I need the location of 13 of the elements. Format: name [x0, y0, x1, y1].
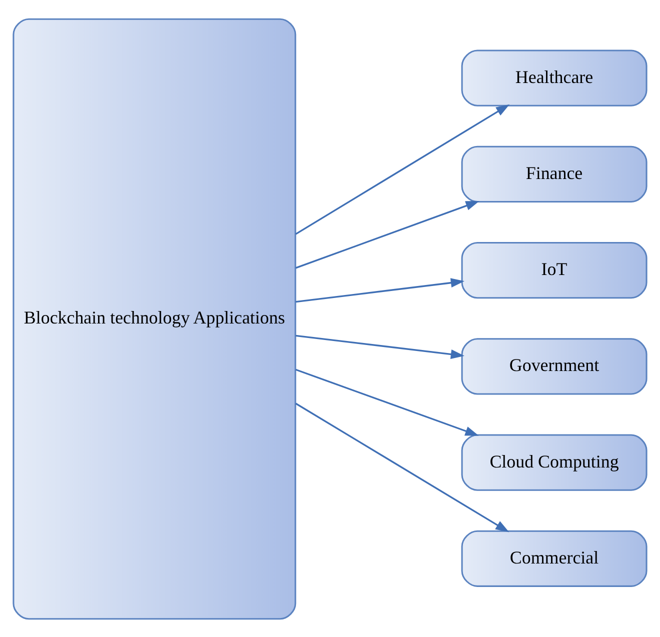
arrow	[296, 278, 464, 302]
arrow	[295, 368, 479, 436]
node-box: Finance	[461, 145, 648, 202]
node-box: Cloud Computing	[461, 434, 648, 490]
arrow	[295, 200, 480, 268]
node-box: Commercial	[461, 530, 648, 586]
node-box: Government	[461, 338, 648, 394]
arrow	[296, 334, 464, 358]
arrow	[295, 402, 510, 532]
node-box: Blockchain technology Applications	[12, 18, 296, 620]
node-box: IoT	[461, 241, 648, 298]
node-box: Healthcare	[461, 49, 648, 106]
arrow	[295, 104, 510, 234]
